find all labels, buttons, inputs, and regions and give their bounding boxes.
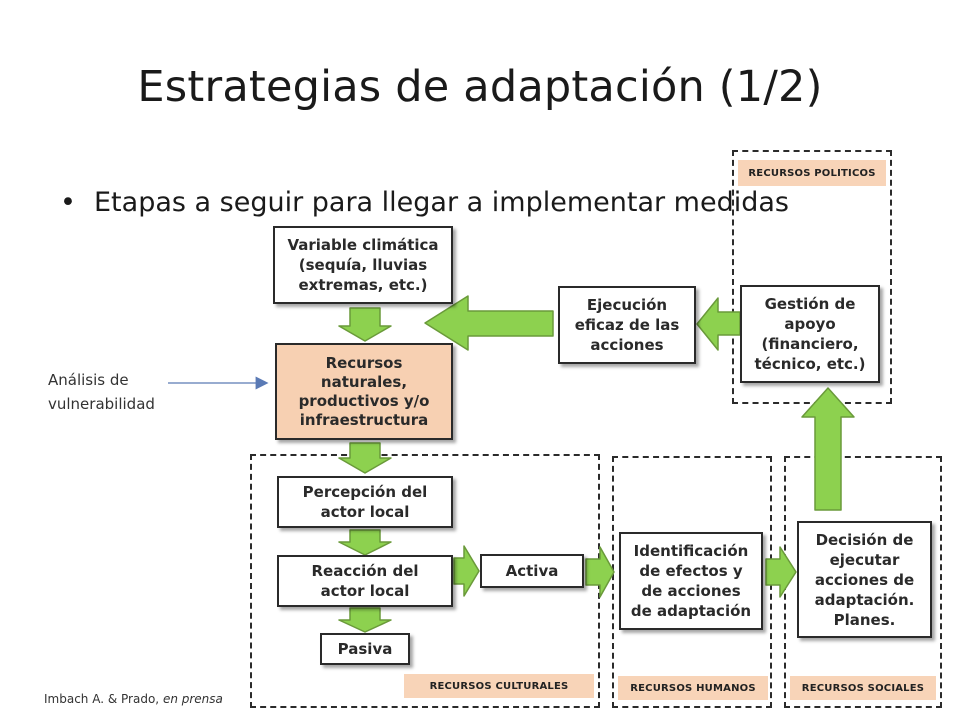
arrow-left-gestion-ejecucion bbox=[696, 297, 741, 351]
box-reaccion: Reacción del actor local bbox=[277, 555, 453, 607]
box-pasiva: Pasiva bbox=[320, 633, 410, 665]
region-label-sociales: RECURSOS SOCIALES bbox=[790, 676, 936, 700]
region-label-culturales: RECURSOS CULTURALES bbox=[404, 674, 594, 698]
box-percepcion: Percepción del actor local bbox=[277, 476, 453, 528]
region-politicos bbox=[732, 150, 892, 404]
bullet-icon: • bbox=[60, 187, 76, 218]
arrow-up-decision-gestion bbox=[801, 387, 855, 511]
box-decision: Decisión de ejecutar acciones de adaptac… bbox=[797, 521, 932, 638]
box-activa: Activa bbox=[480, 554, 584, 588]
arrow-right-identificacion-decision bbox=[765, 546, 797, 598]
citation-authors: Imbach A. & Prado, bbox=[44, 692, 160, 706]
arrow-right-reaccion-activa bbox=[453, 545, 480, 597]
vulnerability-label: Análisis de vulnerabilidad bbox=[48, 371, 155, 413]
citation-note: en prensa bbox=[162, 692, 223, 706]
arrow-down-variable-recursos bbox=[338, 307, 392, 342]
arrow-down-recursos-percepcion bbox=[338, 442, 392, 474]
box-identificacion: Identificación de efectos y de acciones … bbox=[619, 532, 763, 630]
box-variable-climatica: Variable climática (sequía, lluvias extr… bbox=[273, 226, 453, 304]
box-ejecucion: Ejecución eficaz de las acciones bbox=[558, 286, 696, 364]
citation: Imbach A. & Prado, en prensa bbox=[44, 692, 223, 706]
box-recursos-naturales: Recursos naturales, productivos y/o infr… bbox=[275, 343, 453, 440]
region-label-humanos: RECURSOS HUMANOS bbox=[618, 676, 768, 700]
arrow-down-reaccion-pasiva bbox=[338, 607, 392, 633]
slide-title: Estrategias de adaptación (1/2) bbox=[137, 62, 823, 112]
arrow-right-activa-identificacion bbox=[585, 546, 615, 598]
box-gestion: Gestión de apoyo (financiero, técnico, e… bbox=[740, 285, 880, 383]
arrow-left-ejecucion-recursos bbox=[424, 295, 554, 351]
arrow-down-percepcion-reaccion bbox=[338, 529, 392, 556]
region-label-politicos: RECURSOS POLITICOS bbox=[738, 160, 886, 186]
bullet-text: Etapas a seguir para llegar a implementa… bbox=[94, 187, 789, 218]
